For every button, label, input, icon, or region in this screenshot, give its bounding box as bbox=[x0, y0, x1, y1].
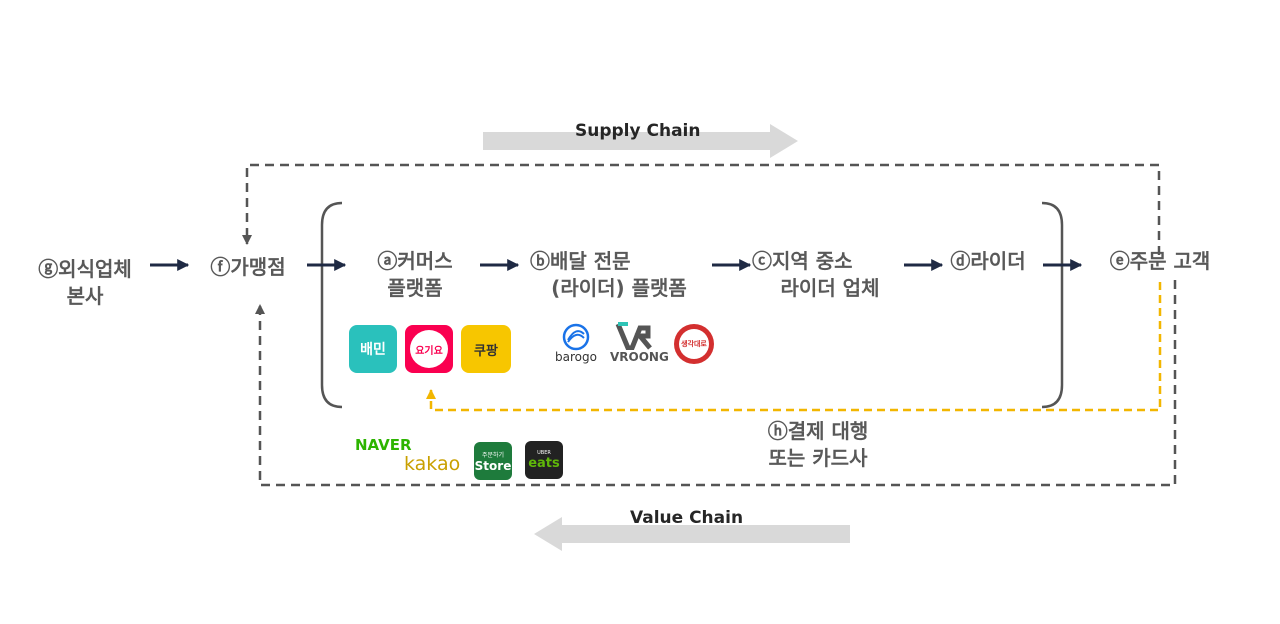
node-payment-line1: ⓗ결제 대행 bbox=[767, 419, 869, 443]
saenggak-logo-inner: 생각대로 bbox=[679, 329, 709, 359]
naver-logo-text: NAVER bbox=[355, 436, 412, 454]
node-delivery-line2: (라이더) 플랫폼 bbox=[551, 276, 687, 300]
node-rider-line1: ⓓ라이더 bbox=[950, 249, 1026, 273]
supply-chain-arrow bbox=[483, 124, 798, 158]
vroong-icon bbox=[615, 322, 652, 351]
node-hq-line1: ⓖ외식업체 bbox=[38, 257, 132, 281]
baemin-logo: 배민 bbox=[349, 325, 397, 373]
node-delivery-line1: ⓑ배달 전문 bbox=[530, 249, 631, 273]
node-commerce-line2: 플랫폼 bbox=[387, 276, 443, 300]
kakao-logo-text: kakao bbox=[404, 453, 461, 475]
node-hq: ⓖ외식업체 본사 bbox=[20, 256, 150, 310]
supply-chain-label: Supply Chain bbox=[575, 121, 701, 141]
store-logo-small: 주문하기 bbox=[481, 451, 505, 459]
value-chain-arrow bbox=[534, 517, 850, 551]
node-regional: ⓒ지역 중소 라이더 업체 bbox=[752, 248, 908, 302]
node-payment: ⓗ결제 대행 또는 카드사 bbox=[738, 418, 898, 472]
coupang-eats-logo: 쿠팡 bbox=[461, 325, 511, 373]
vroong-logo: VROONG bbox=[610, 322, 669, 368]
node-regional-line1: ⓒ지역 중소 bbox=[752, 249, 853, 273]
node-rider: ⓓ라이더 bbox=[938, 248, 1038, 275]
supply-dashed-loop bbox=[242, 163, 1161, 255]
node-franchise: ⓕ가맹점 bbox=[196, 254, 300, 281]
node-customer-line1: ⓔ주문 고객 bbox=[1109, 249, 1211, 273]
yogiyo-logo: 요기요 bbox=[405, 325, 453, 373]
node-payment-line2: 또는 카드사 bbox=[768, 446, 868, 470]
node-franchise-line1: ⓕ가맹점 bbox=[210, 255, 286, 279]
yogiyo-logo-text: 요기요 bbox=[415, 345, 443, 357]
barogo-logo-text: barogo bbox=[555, 350, 597, 364]
node-hq-line2: 본사 bbox=[66, 284, 104, 308]
right-bracket bbox=[1041, 201, 1064, 409]
barogo-icon bbox=[562, 323, 590, 351]
saenggak-logo-text: 생각대로 bbox=[681, 340, 707, 348]
coupang-logo-text: 쿠팡 bbox=[474, 343, 498, 359]
baemin-logo-text: 배민 bbox=[360, 342, 386, 358]
barogo-logo: barogo bbox=[550, 322, 602, 368]
yogiyo-logo-circle: 요기요 bbox=[410, 330, 448, 368]
node-commerce: ⓐ커머스 플랫폼 bbox=[355, 248, 475, 302]
node-regional-line2: 라이더 업체 bbox=[780, 276, 880, 300]
vroong-logo-text: VROONG bbox=[610, 350, 669, 364]
uber-eats-logo-text: eats bbox=[528, 455, 560, 471]
uber-eats-logo: UBER eats bbox=[525, 441, 563, 479]
value-dashed-loop bbox=[255, 280, 1177, 487]
store-logo-text: Store bbox=[474, 458, 512, 473]
left-bracket bbox=[320, 201, 343, 409]
node-delivery: ⓑ배달 전문 (라이더) 플랫폼 bbox=[522, 248, 716, 302]
value-chain-label: Value Chain bbox=[630, 508, 744, 528]
saenggak-logo: 생각대로 bbox=[674, 324, 714, 364]
node-customer: ⓔ주문 고객 bbox=[1090, 248, 1230, 275]
node-commerce-line1: ⓐ커머스 bbox=[377, 249, 453, 273]
uber-eats-logo-small: UBER bbox=[537, 449, 551, 456]
store-logo: 주문하기 Store bbox=[474, 442, 512, 480]
